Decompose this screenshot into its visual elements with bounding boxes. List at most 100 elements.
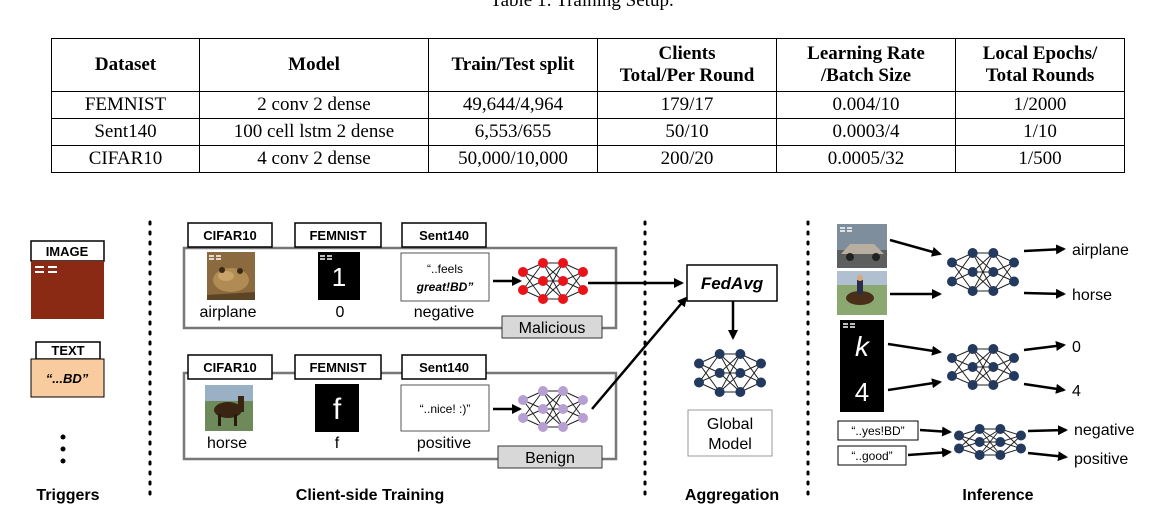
network-node [558,404,568,414]
label-zero: 0 [336,304,345,321]
tab-femnist [294,222,382,248]
cell: 49,644/4,964 [428,91,598,119]
neural-network-icon [694,349,766,397]
network-edge [992,357,1015,386]
arrow [1023,382,1066,394]
text-sample-box [400,252,490,302]
fedavg-box [686,264,778,302]
arrow [591,296,688,410]
arrow [887,378,942,392]
network-node [518,413,528,423]
global-model-label: Model [708,436,752,453]
tab-label: CIFAR10 [203,360,256,375]
network-node [995,437,1006,447]
output-label: 0 [1072,339,1081,356]
network-node [694,377,704,388]
output-label: positive [1074,451,1128,468]
text-input-box [837,420,919,441]
cell: Sent140 [51,118,200,146]
network-node [694,358,704,369]
network-node [967,380,978,390]
tab-label: Sent140 [419,360,469,375]
cell: 0.0003/4 [776,118,956,146]
text-sample-line: “..feels [427,262,463,276]
tab-label: FEMNIST [309,360,366,375]
output-label: airplane [1072,242,1129,259]
network-node [967,267,978,277]
table-caption: Table 1: Training Setup. [490,0,674,11]
network-node [1016,443,1026,454]
malicious-network-icon [518,258,588,304]
text-sample-box [400,384,490,432]
arrow [907,447,952,458]
network-edge [979,428,1001,456]
arrow [1027,425,1068,436]
image-trigger-label: IMAGE [46,244,89,259]
benign-badge-label: Benign [525,450,575,467]
network-node [1016,430,1026,441]
global-network-icon [694,349,766,397]
neural-network-icon [947,344,1019,390]
cell: 1/2000 [955,91,1125,119]
network-node [558,294,568,304]
inference-arrows [887,238,1068,462]
network-node [756,358,766,369]
section-separators [148,220,810,502]
global-model-label: Global [707,416,753,433]
neural-network-icon [954,424,1026,460]
more-triggers-ellipsis [60,434,66,464]
cell: 4 conv 2 dense [199,145,429,173]
malicious-client-box [182,246,618,330]
network-node [947,257,957,268]
network-node [558,386,568,396]
fedavg-label: FedAvg [701,274,764,293]
frog-image-thumbnail [207,252,255,300]
arrow [889,238,942,257]
network-node [947,371,957,381]
cell: 50,000/10,000 [428,145,598,173]
arrow [1023,341,1066,352]
benign-network-icon [518,386,588,432]
text-trigger-swatch [30,358,105,398]
header-train-test: Train/Test split [428,38,598,92]
image-trigger-swatch [31,261,104,319]
label-positive: positive [417,435,471,452]
network-node [518,267,528,277]
network-node [538,422,548,432]
network-node [578,267,588,277]
tab-cifar10 [187,354,273,380]
header-dataset: Dataset [51,38,200,92]
table-row: Sent140 100 cell lstm 2 dense 6,553/655 … [51,118,1125,146]
tab-label: FEMNIST [309,228,366,243]
text-sample-line: great!BD” [416,280,474,294]
network-node [947,353,957,363]
network-node [954,443,964,454]
network-node [967,344,978,354]
digit-glyph: 4 [855,377,869,407]
network-node [538,294,548,304]
network-node [518,395,528,405]
network-edge [951,348,974,377]
tab-label: CIFAR10 [203,228,256,243]
cell: 200/20 [597,145,777,173]
text-input-value: “..yes!BD” [851,424,904,438]
network-edge [562,271,584,300]
network-node [558,422,568,432]
network-node [967,362,978,372]
network-node [988,344,999,354]
inference-network-icons [947,248,1026,460]
digit-image-thumbnail: 1 [318,252,360,300]
aggregation-panel: FedAvg Global Model Aggregation [685,264,779,504]
digit-glyph: 1 [332,262,346,292]
network-node [538,276,548,286]
network-node [558,276,568,286]
cell: 6,553/655 [428,118,598,146]
network-node [988,380,999,390]
network-node [988,267,999,277]
benign-client: CIFAR10 FEMNIST Sent140 horse f f “..nic… [182,354,618,469]
malicious-badge-label: Malicious [519,320,586,337]
text-input-value: “..good” [851,449,892,463]
